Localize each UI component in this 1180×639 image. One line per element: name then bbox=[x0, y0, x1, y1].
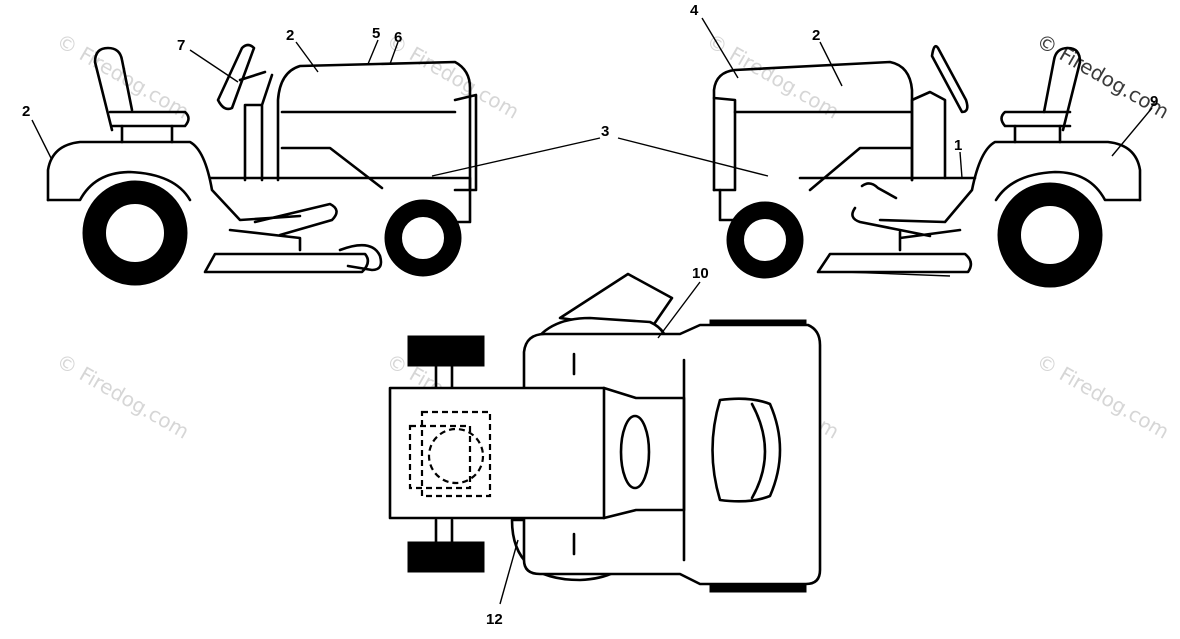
leader-1 bbox=[959, 151, 963, 179]
watermark-8: © Firedog.com bbox=[1033, 349, 1174, 444]
engine-block-outline bbox=[408, 424, 472, 490]
seat-post-right bbox=[1013, 124, 1062, 144]
watermark-3: © Firedog.com bbox=[703, 29, 844, 124]
callout-2-seat: 2 bbox=[22, 103, 30, 120]
seat-post bbox=[120, 124, 174, 144]
leader-2-hood-right bbox=[819, 41, 843, 87]
leader-12 bbox=[499, 539, 519, 605]
front-tire-top bbox=[407, 335, 485, 367]
deck-skirt-right bbox=[844, 271, 951, 277]
foot-pedal-right bbox=[851, 206, 932, 238]
watermark-5: © Firedog.com bbox=[53, 349, 194, 444]
mower-deck-left bbox=[203, 252, 370, 274]
tractor-right-side-view bbox=[712, 44, 1142, 288]
rear-fender-right bbox=[878, 140, 1142, 224]
engine-outline bbox=[420, 410, 492, 498]
watermark-2: © Firedog.com bbox=[383, 29, 524, 124]
rear-wheel-arch bbox=[46, 170, 192, 202]
engine-flywheel-outline bbox=[427, 427, 485, 485]
callout-4: 4 bbox=[690, 2, 699, 19]
callout-5: 5 bbox=[372, 25, 380, 42]
callout-9: 9 bbox=[1150, 93, 1158, 110]
leader-10 bbox=[657, 281, 701, 339]
rear-hub-right bbox=[1019, 204, 1081, 266]
leader-2-hood-left bbox=[295, 41, 319, 73]
hood-top-cowl bbox=[602, 386, 686, 520]
front-hub-right bbox=[742, 217, 788, 263]
foot-pedal bbox=[253, 202, 338, 237]
seat-bottom-right bbox=[1000, 110, 1072, 128]
leader-9 bbox=[1111, 107, 1153, 157]
leader-7 bbox=[189, 49, 239, 83]
callout-10: 10 bbox=[692, 265, 709, 282]
front-hub-left bbox=[400, 215, 446, 261]
callout-labels: 2 7 2 5 6 3 4 2 1 9 10 12 bbox=[22, 2, 1158, 628]
discharge-chute bbox=[338, 243, 383, 272]
rear-wheel-arch-right bbox=[994, 170, 1142, 202]
leader-2-seat bbox=[31, 119, 53, 161]
tractor-top-view bbox=[388, 272, 822, 593]
front-axle-stubs bbox=[434, 364, 454, 544]
hood-panel-line bbox=[280, 110, 457, 190]
mower-deck-right bbox=[816, 252, 973, 274]
dash-pedestal bbox=[243, 73, 274, 182]
steering-wheel-top bbox=[619, 414, 651, 490]
seat-back bbox=[93, 46, 134, 132]
callout-7: 7 bbox=[177, 37, 185, 54]
leader-3-left bbox=[431, 137, 601, 177]
watermark-1: © Firedog.com bbox=[53, 29, 194, 124]
seat-back-right bbox=[1042, 46, 1082, 132]
dash-pedestal-right bbox=[910, 90, 947, 182]
seat-top bbox=[711, 397, 782, 503]
hood-panel-line-right bbox=[733, 110, 912, 192]
leader-3-right bbox=[617, 137, 769, 177]
leader-lines bbox=[31, 17, 1153, 605]
leader-6 bbox=[389, 41, 399, 65]
hood-grille bbox=[453, 93, 478, 192]
deck-hanger-right bbox=[898, 228, 962, 252]
tractor-left-side-view bbox=[46, 43, 478, 286]
callout-2-hood-left: 2 bbox=[286, 27, 294, 44]
callout-6: 6 bbox=[394, 29, 402, 46]
callout-3: 3 bbox=[601, 123, 609, 140]
deck-hanger bbox=[228, 228, 302, 252]
seat-top-back bbox=[750, 402, 767, 500]
hood-left bbox=[276, 60, 472, 192]
leader-4 bbox=[701, 17, 739, 79]
rear-hub-left bbox=[104, 202, 166, 264]
hood-grille-right bbox=[712, 96, 737, 192]
callout-1: 1 bbox=[954, 137, 962, 154]
deck-lift-lever bbox=[860, 182, 898, 200]
hood-right bbox=[712, 60, 914, 192]
callout-12: 12 bbox=[486, 611, 503, 628]
steering-column bbox=[238, 70, 267, 82]
steering-wheel bbox=[216, 43, 256, 111]
leader-5 bbox=[367, 39, 379, 65]
seat-bottom bbox=[108, 110, 190, 128]
callout-2-hood-right: 2 bbox=[812, 27, 820, 44]
steering-wheel-right bbox=[930, 44, 969, 114]
front-tire-bottom bbox=[407, 541, 485, 573]
